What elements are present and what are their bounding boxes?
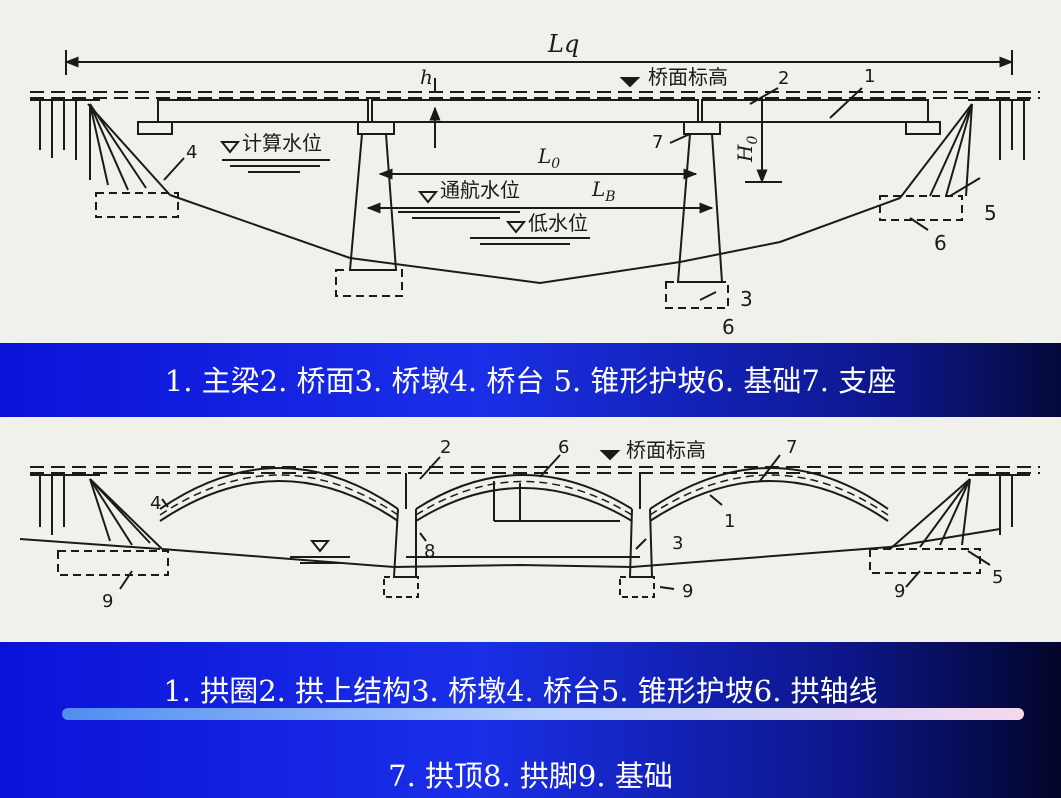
arch-callout-1: 1 [724,511,735,532]
arch-ring-right [649,467,889,510]
main-girder-left [157,99,369,123]
l0-label: L0 [537,144,560,172]
beam-caption: 1. 主梁2. 桥面3. 桥墩4. 桥台 5. 锥形护坡6. 基础7. 支座 [164,364,897,398]
nav-water-label: 通航水位 [440,178,520,202]
arch-callout-9-left: 9 [102,591,113,612]
callout-6-right: 6 [934,231,947,255]
beam-bridge-drawing: Lq h 桥面标高 1 2 计算水位 4 7 L0 H0 通航水位 LB 低水位… [30,30,1040,339]
bearing-left [137,121,173,135]
h-label: h [420,65,433,89]
arch-bridge-diagram: 桥面标高 2 6 7 4 1 8 3 9 9 9 5 [0,417,1061,642]
arch-foundation-left [57,550,169,576]
main-girder-right [701,99,929,123]
arch-abutment-right [889,478,971,550]
foundation-left [95,192,179,218]
arch-callout-6: 6 [558,437,569,458]
h0-label: H0 [733,136,761,163]
low-water-label: 低水位 [528,211,588,235]
arch-caption-line2: 7. 拱顶8. 拱脚9. 基础 [388,759,673,793]
arch-callout-3: 3 [672,533,683,554]
arch-callout-9-pier: 9 [682,581,693,602]
arch-callout-5: 5 [992,567,1003,588]
callout-6-pier: 6 [722,315,735,339]
arch-deck-elevation-label: 桥面标高 [626,438,706,462]
pier-left [348,133,398,271]
arch-callout-9-right: 9 [894,581,905,602]
callout-3: 3 [740,287,753,311]
foundation-right [879,195,963,221]
caption-band-bottom [0,642,1061,798]
arch-callout-7: 7 [786,437,797,458]
callout-7: 7 [652,132,663,153]
lb-label: LB [591,177,616,205]
abutment-right [899,103,973,199]
beam-bridge-diagram: Lq h 桥面标高 1 2 计算水位 4 7 L0 H0 通航水位 LB 低水位… [0,0,1061,343]
arch-callout-8: 8 [424,541,435,562]
main-girder-middle [371,99,699,123]
abutment-left [87,103,171,196]
arch-caption-line1: 1. 拱圈2. 拱上结构3. 桥墩4. 桥台5. 锥形护坡6. 拱轴线 [163,674,878,708]
calc-water-label: 计算水位 [242,131,322,155]
arch-callout-4: 4 [150,493,161,514]
arch-bridge-drawing: 桥面标高 2 6 7 4 1 8 3 9 9 9 5 [19,437,1040,612]
callout-1: 1 [864,66,875,87]
arch-axis [415,480,633,516]
callout-2: 2 [778,68,789,89]
caption-band-top [0,343,1061,417]
arch-ring-left [159,467,399,510]
caption-divider [62,708,1024,720]
arch-foundation-right [869,548,981,574]
lq-label: Lq [547,30,579,58]
callout-4: 4 [186,142,197,163]
bearing-7 [683,121,721,135]
arch-river-bed [161,546,891,569]
river-bed [169,194,901,285]
deck-elevation-label: 桥面标高 [648,65,728,89]
arch-callout-2: 2 [440,437,451,458]
arch-ring-middle [415,474,633,510]
callout-5: 5 [984,201,997,225]
